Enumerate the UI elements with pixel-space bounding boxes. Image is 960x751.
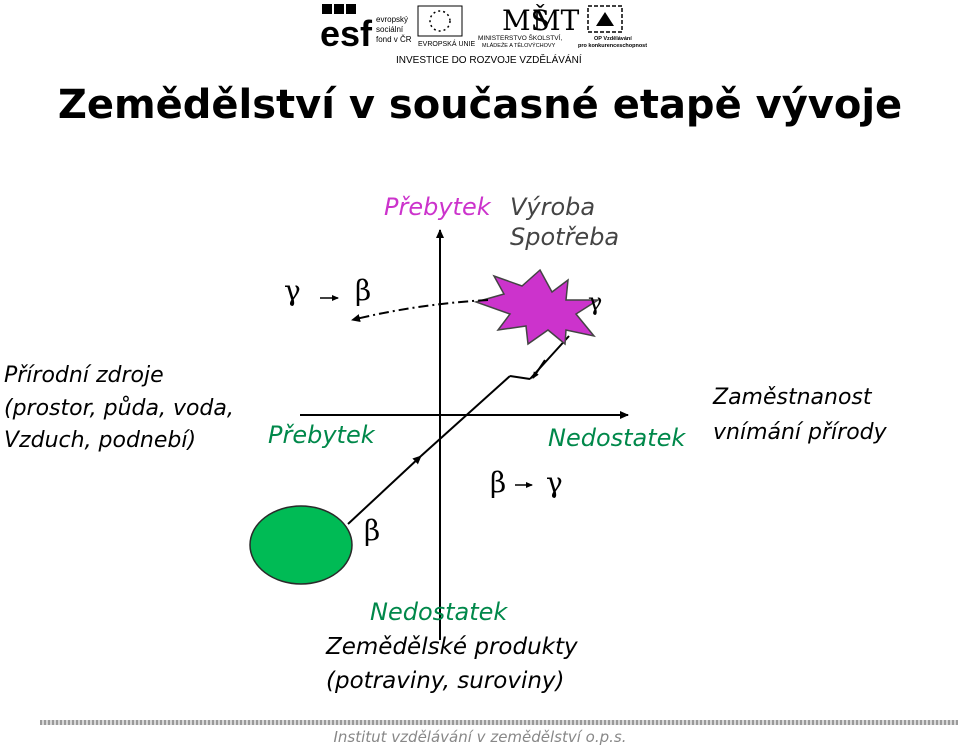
natural-resources-line3: Vzduch, podnebí) bbox=[4, 428, 197, 453]
agricultural-products-detail: (potraviny, suroviny) bbox=[326, 668, 565, 694]
footer-divider bbox=[40, 720, 958, 725]
esf-logo-text: evropský bbox=[376, 15, 408, 24]
dash-dot-curve-arrow bbox=[351, 299, 489, 322]
left-surplus-label: Přebytek bbox=[268, 421, 375, 449]
gamma-symbol-top-left: γ bbox=[284, 274, 301, 307]
beta-symbol-top-left: β bbox=[355, 274, 372, 307]
footer-institution: Institut vzdělávání v zemědělství o.p.s. bbox=[333, 728, 627, 746]
gamma-symbol-star: γ bbox=[588, 288, 603, 316]
production-star bbox=[473, 268, 601, 346]
consumption-label: Spotřeba bbox=[510, 223, 620, 251]
beta-symbol-mid: β bbox=[490, 466, 507, 499]
eu-flag-icon bbox=[417, 5, 463, 37]
trajectory-lower-arrow bbox=[347, 455, 422, 525]
svg-text:pro konkurenceschopnost: pro konkurenceschopnost bbox=[578, 43, 647, 49]
logo-bar: esf evropský sociální fond v ČR EVROPSKÁ… bbox=[320, 0, 650, 68]
investment-banner: INVESTICE DO ROZVOJE VZDĚLÁVÁNÍ bbox=[396, 53, 582, 66]
esf-logo: esf bbox=[320, 4, 373, 54]
partner-logos: esf evropský sociální fond v ČR EVROPSKÁ… bbox=[320, 3, 647, 66]
right-shortage-label: Nedostatek bbox=[548, 424, 686, 452]
msmt-logo: MŠ MT bbox=[502, 3, 580, 37]
svg-text:MT: MT bbox=[532, 4, 580, 37]
beta-symbol-lower: β bbox=[364, 514, 381, 547]
agricultural-products-label: Zemědělské produkty bbox=[326, 634, 578, 660]
nature-perception-label: vnímání přírody bbox=[713, 420, 887, 445]
svg-text:MŠ: MŠ bbox=[502, 3, 550, 37]
employment-label: Zaměstnanost bbox=[713, 385, 872, 410]
svg-text:fond v ČR: fond v ČR bbox=[376, 35, 412, 44]
svg-text:MINISTERSTVO ŠKOLSTVÍ,: MINISTERSTVO ŠKOLSTVÍ, bbox=[478, 33, 562, 42]
natural-resources-title: Přírodní zdroje bbox=[4, 363, 164, 388]
slide-title: Zemědělství v současné etapě vývoje bbox=[57, 82, 903, 128]
bottom-shortage-label: Nedostatek bbox=[370, 598, 508, 626]
op-logo bbox=[587, 5, 623, 33]
natural-resources-line2: (prostor, půda, voda, bbox=[4, 396, 234, 421]
gamma-symbol-mid: γ bbox=[546, 466, 563, 499]
eu-logo-text: EVROPSKÁ UNIE bbox=[418, 39, 476, 48]
trajectory-line bbox=[420, 375, 511, 457]
top-surplus-label: Přebytek bbox=[384, 193, 491, 221]
agricultural-products-ellipse bbox=[249, 505, 353, 585]
svg-text:OP Vzdělávání: OP Vzdělávání bbox=[594, 36, 632, 42]
production-label: Výroba bbox=[510, 193, 596, 221]
svg-text:MLÁDEŽE A TĚLOVÝCHOVY: MLÁDEŽE A TĚLOVÝCHOVY bbox=[482, 41, 556, 49]
svg-text:esf: esf bbox=[320, 13, 373, 54]
svg-text:sociální: sociální bbox=[376, 25, 404, 34]
